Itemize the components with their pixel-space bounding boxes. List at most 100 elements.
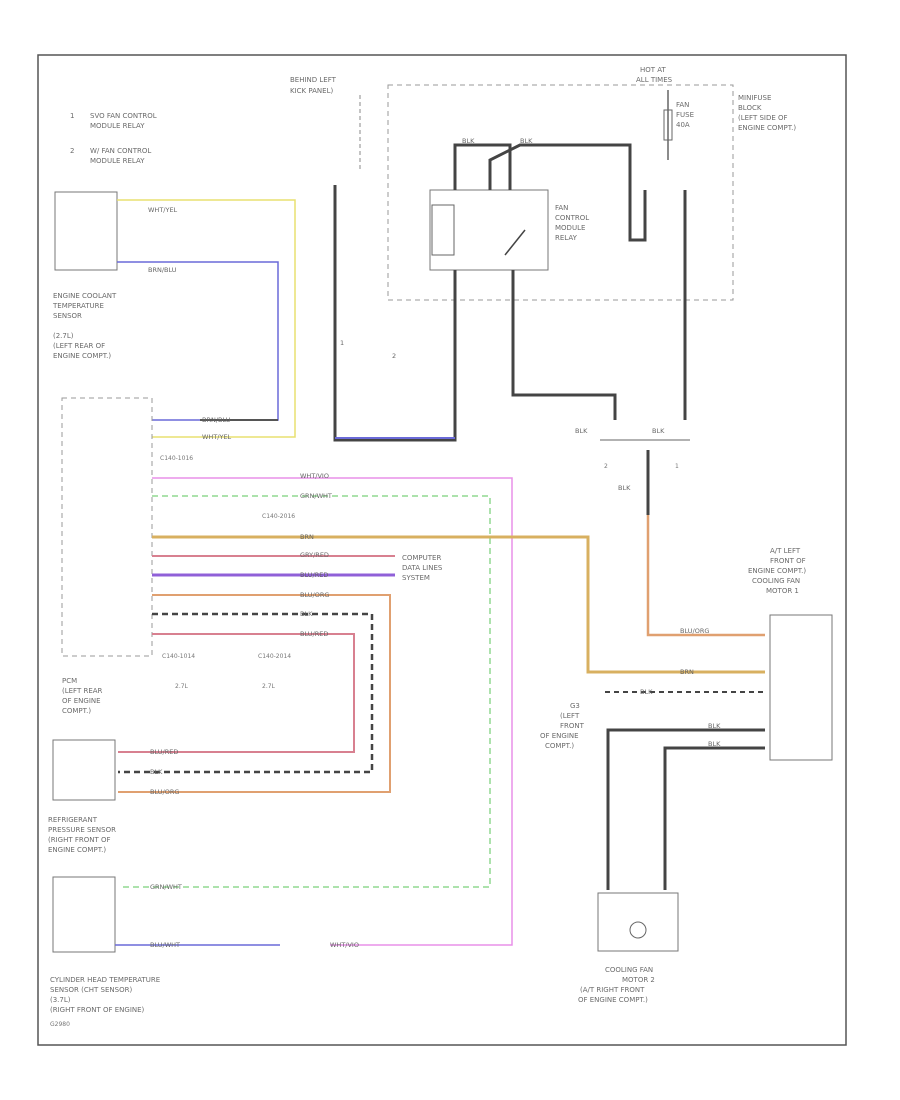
- blk-top-left: BLK: [575, 427, 588, 435]
- ect-e: (LEFT REAR OF: [53, 342, 105, 350]
- wire-relay-left: [333, 185, 457, 442]
- c140-1: C140-1016: [160, 455, 193, 462]
- wht-vio-b: WHT/VIO: [330, 941, 359, 949]
- blu-org: BLU/ORG: [300, 591, 329, 599]
- cht-d: (RIGHT FRONT OF ENGINE): [50, 1006, 145, 1014]
- legend-num-2: 2: [70, 147, 74, 155]
- blu-red-b: BLU/RED: [300, 630, 328, 638]
- c140-2a: C140-2014: [258, 653, 291, 660]
- legend-text-1a: SVO FAN CONTROL: [90, 112, 157, 120]
- relay-d: RELAY: [555, 234, 578, 242]
- refrig-a: REFRIGERANT: [48, 816, 98, 824]
- c140-2: C140-2016: [262, 513, 295, 520]
- cht-a: CYLINDER HEAD TEMPERATURE: [50, 976, 160, 984]
- g-c: FRONT: [560, 722, 585, 730]
- fm1-d: COOLING FAN: [752, 577, 800, 585]
- g-e: COMPT.): [545, 742, 574, 750]
- legend-text-1b: MODULE RELAY: [90, 122, 145, 130]
- wire-brn: [152, 535, 765, 674]
- conn-2: 2: [604, 463, 608, 470]
- refrig-sensor-box: [52, 739, 116, 801]
- blu-red: BLU/RED: [300, 571, 328, 579]
- cd-c: SYSTEM: [402, 574, 430, 582]
- fm2-d: OF ENGINE COMPT.): [578, 996, 648, 1004]
- wire-blured-b: [118, 633, 355, 753]
- l27-a: 2.7L: [175, 683, 189, 690]
- fan-fuse-c: 40A: [676, 121, 690, 129]
- blu-wht: BLU/WHT: [150, 941, 180, 949]
- fuse-icon: [663, 109, 673, 141]
- fm1-c: ENGINE COMPT.): [748, 567, 806, 575]
- fan-fuse-a: FAN: [676, 101, 689, 109]
- fm2-c: (A/T RIGHT FRONT: [580, 986, 645, 994]
- blu-org-m: BLU/ORG: [680, 627, 709, 635]
- legend-text-2b: MODULE RELAY: [90, 157, 145, 165]
- g-d: OF ENGINE: [540, 732, 579, 740]
- wire-num-1: 1: [340, 339, 344, 347]
- blk-top-right: BLK: [652, 427, 665, 435]
- wire-num-2: 2: [392, 352, 396, 360]
- g-a: G3: [570, 702, 580, 710]
- relay-c: MODULE: [555, 224, 585, 232]
- minifuse-a: MINIFUSE: [738, 94, 771, 102]
- grn-wht-b: GRN/WHT: [150, 883, 182, 891]
- wire-blk: [118, 612, 374, 774]
- kick-label-b: KICK PANEL): [290, 87, 333, 95]
- wire-whtvio: [152, 477, 513, 946]
- fm1-a: A/T LEFT: [770, 547, 801, 555]
- motor-icon: [629, 921, 647, 939]
- fm2-b: MOTOR 2: [622, 976, 655, 984]
- brn-blu-b: BRN/BLU: [202, 416, 231, 424]
- ect-d: (2.7L): [53, 332, 74, 340]
- relay-coil-icon: [431, 204, 455, 256]
- wht-yel-b: WHT/YEL: [202, 433, 232, 441]
- brn: BRN: [300, 533, 314, 541]
- wire-fm2-b: [663, 746, 765, 890]
- wire-brnblu-ect: [117, 261, 279, 421]
- gry-red: GRY/RED: [300, 551, 329, 559]
- hot-at-a: HOT AT: [640, 66, 667, 74]
- relay-b: CONTROL: [555, 214, 589, 222]
- refrig-c: (RIGHT FRONT OF: [48, 836, 111, 844]
- brn-m: BRN: [680, 668, 694, 676]
- blk-m3: BLK: [708, 740, 721, 748]
- wire-relay-top2: [488, 143, 647, 242]
- fan-fuse-b: FUSE: [676, 111, 694, 119]
- fm2-a: COOLING FAN: [605, 966, 653, 974]
- blk-m2: BLK: [708, 722, 721, 730]
- relay-switch-icon: [504, 229, 526, 256]
- fm1-b: FRONT OF: [770, 557, 806, 565]
- minifuse-b: BLOCK: [738, 104, 762, 112]
- c140-1a: C140-1014: [162, 653, 195, 660]
- bottom-text: G2980: [50, 1021, 70, 1028]
- l27-b: 2.7L: [262, 683, 276, 690]
- cd-a: COMPUTER: [402, 554, 441, 562]
- diagram-border: [37, 54, 847, 1046]
- blk-m: BLK: [640, 688, 653, 696]
- minifuse-block: [387, 84, 734, 301]
- cht-b: SENSOR (CHT SENSOR): [50, 986, 132, 994]
- wire-fm2-a: [606, 728, 765, 890]
- ect-b: TEMPERATURE: [52, 302, 104, 310]
- blu-red-c: BLU/RED: [150, 748, 178, 756]
- ect-sensor-box: [54, 191, 118, 271]
- cht-c: (3.7L): [50, 996, 71, 1004]
- relay-a: FAN: [555, 204, 568, 212]
- conn-1: 1: [675, 463, 679, 470]
- wire-bluorg: [118, 594, 391, 793]
- cht-sensor-box: [52, 876, 116, 953]
- cd-b: DATA LINES: [402, 564, 443, 572]
- blk-join: BLK: [618, 484, 631, 492]
- fm1-e: MOTOR 1: [766, 587, 799, 595]
- relay-box: [429, 189, 549, 271]
- brn-blu-a: BRN/BLU: [148, 266, 177, 274]
- pcm-b: (LEFT REAR: [62, 687, 103, 695]
- refrig-b: PRESSURE SENSOR: [48, 826, 116, 834]
- wht-vio: WHT/VIO: [300, 472, 329, 480]
- hot-at-b: ALL TIMES: [636, 76, 673, 84]
- minifuse-d: ENGINE COMPT.): [738, 124, 796, 132]
- pcm-box: [61, 397, 153, 657]
- legend-text-2a: W/ FAN CONTROL: [90, 147, 151, 155]
- wire-bluorg-motor: [646, 515, 765, 637]
